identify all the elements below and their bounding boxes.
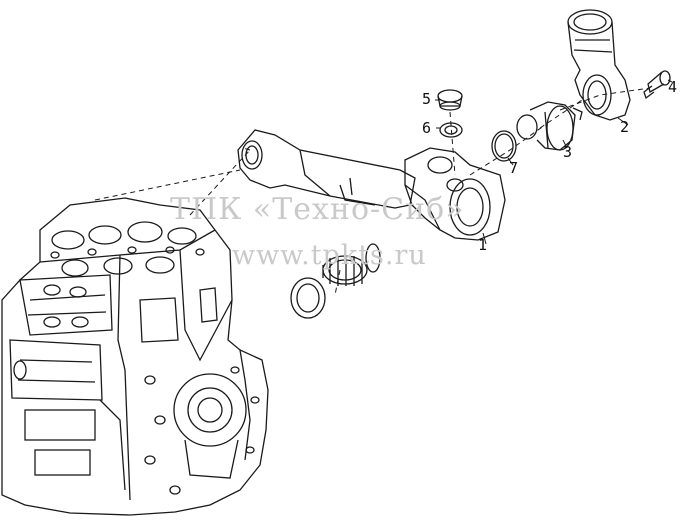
engine-block [1,197,269,516]
bolt [643,70,671,100]
callout-7: 7 [509,159,519,177]
callout-3: 3 [563,143,573,161]
thermostat-housing [567,9,631,121]
washer [439,122,463,138]
callout-2: 2 [620,118,630,136]
thermostat [516,101,583,151]
pump-housing [404,147,506,241]
impeller-bearing [322,243,381,286]
watermark-company: ТПК «Техно-Сиб» [170,192,465,227]
callout-5: 5 [422,90,432,108]
drain-plug [437,89,463,111]
leader-lines [435,79,673,245]
callout-1: 1 [478,236,488,254]
callout-4: 4 [668,78,678,96]
o-ring [491,130,517,162]
water-pipe [237,129,416,209]
watermark-url: www.tpkts.ru [232,240,427,271]
callout-6: 6 [422,119,432,137]
seal-ring-left [290,277,326,319]
